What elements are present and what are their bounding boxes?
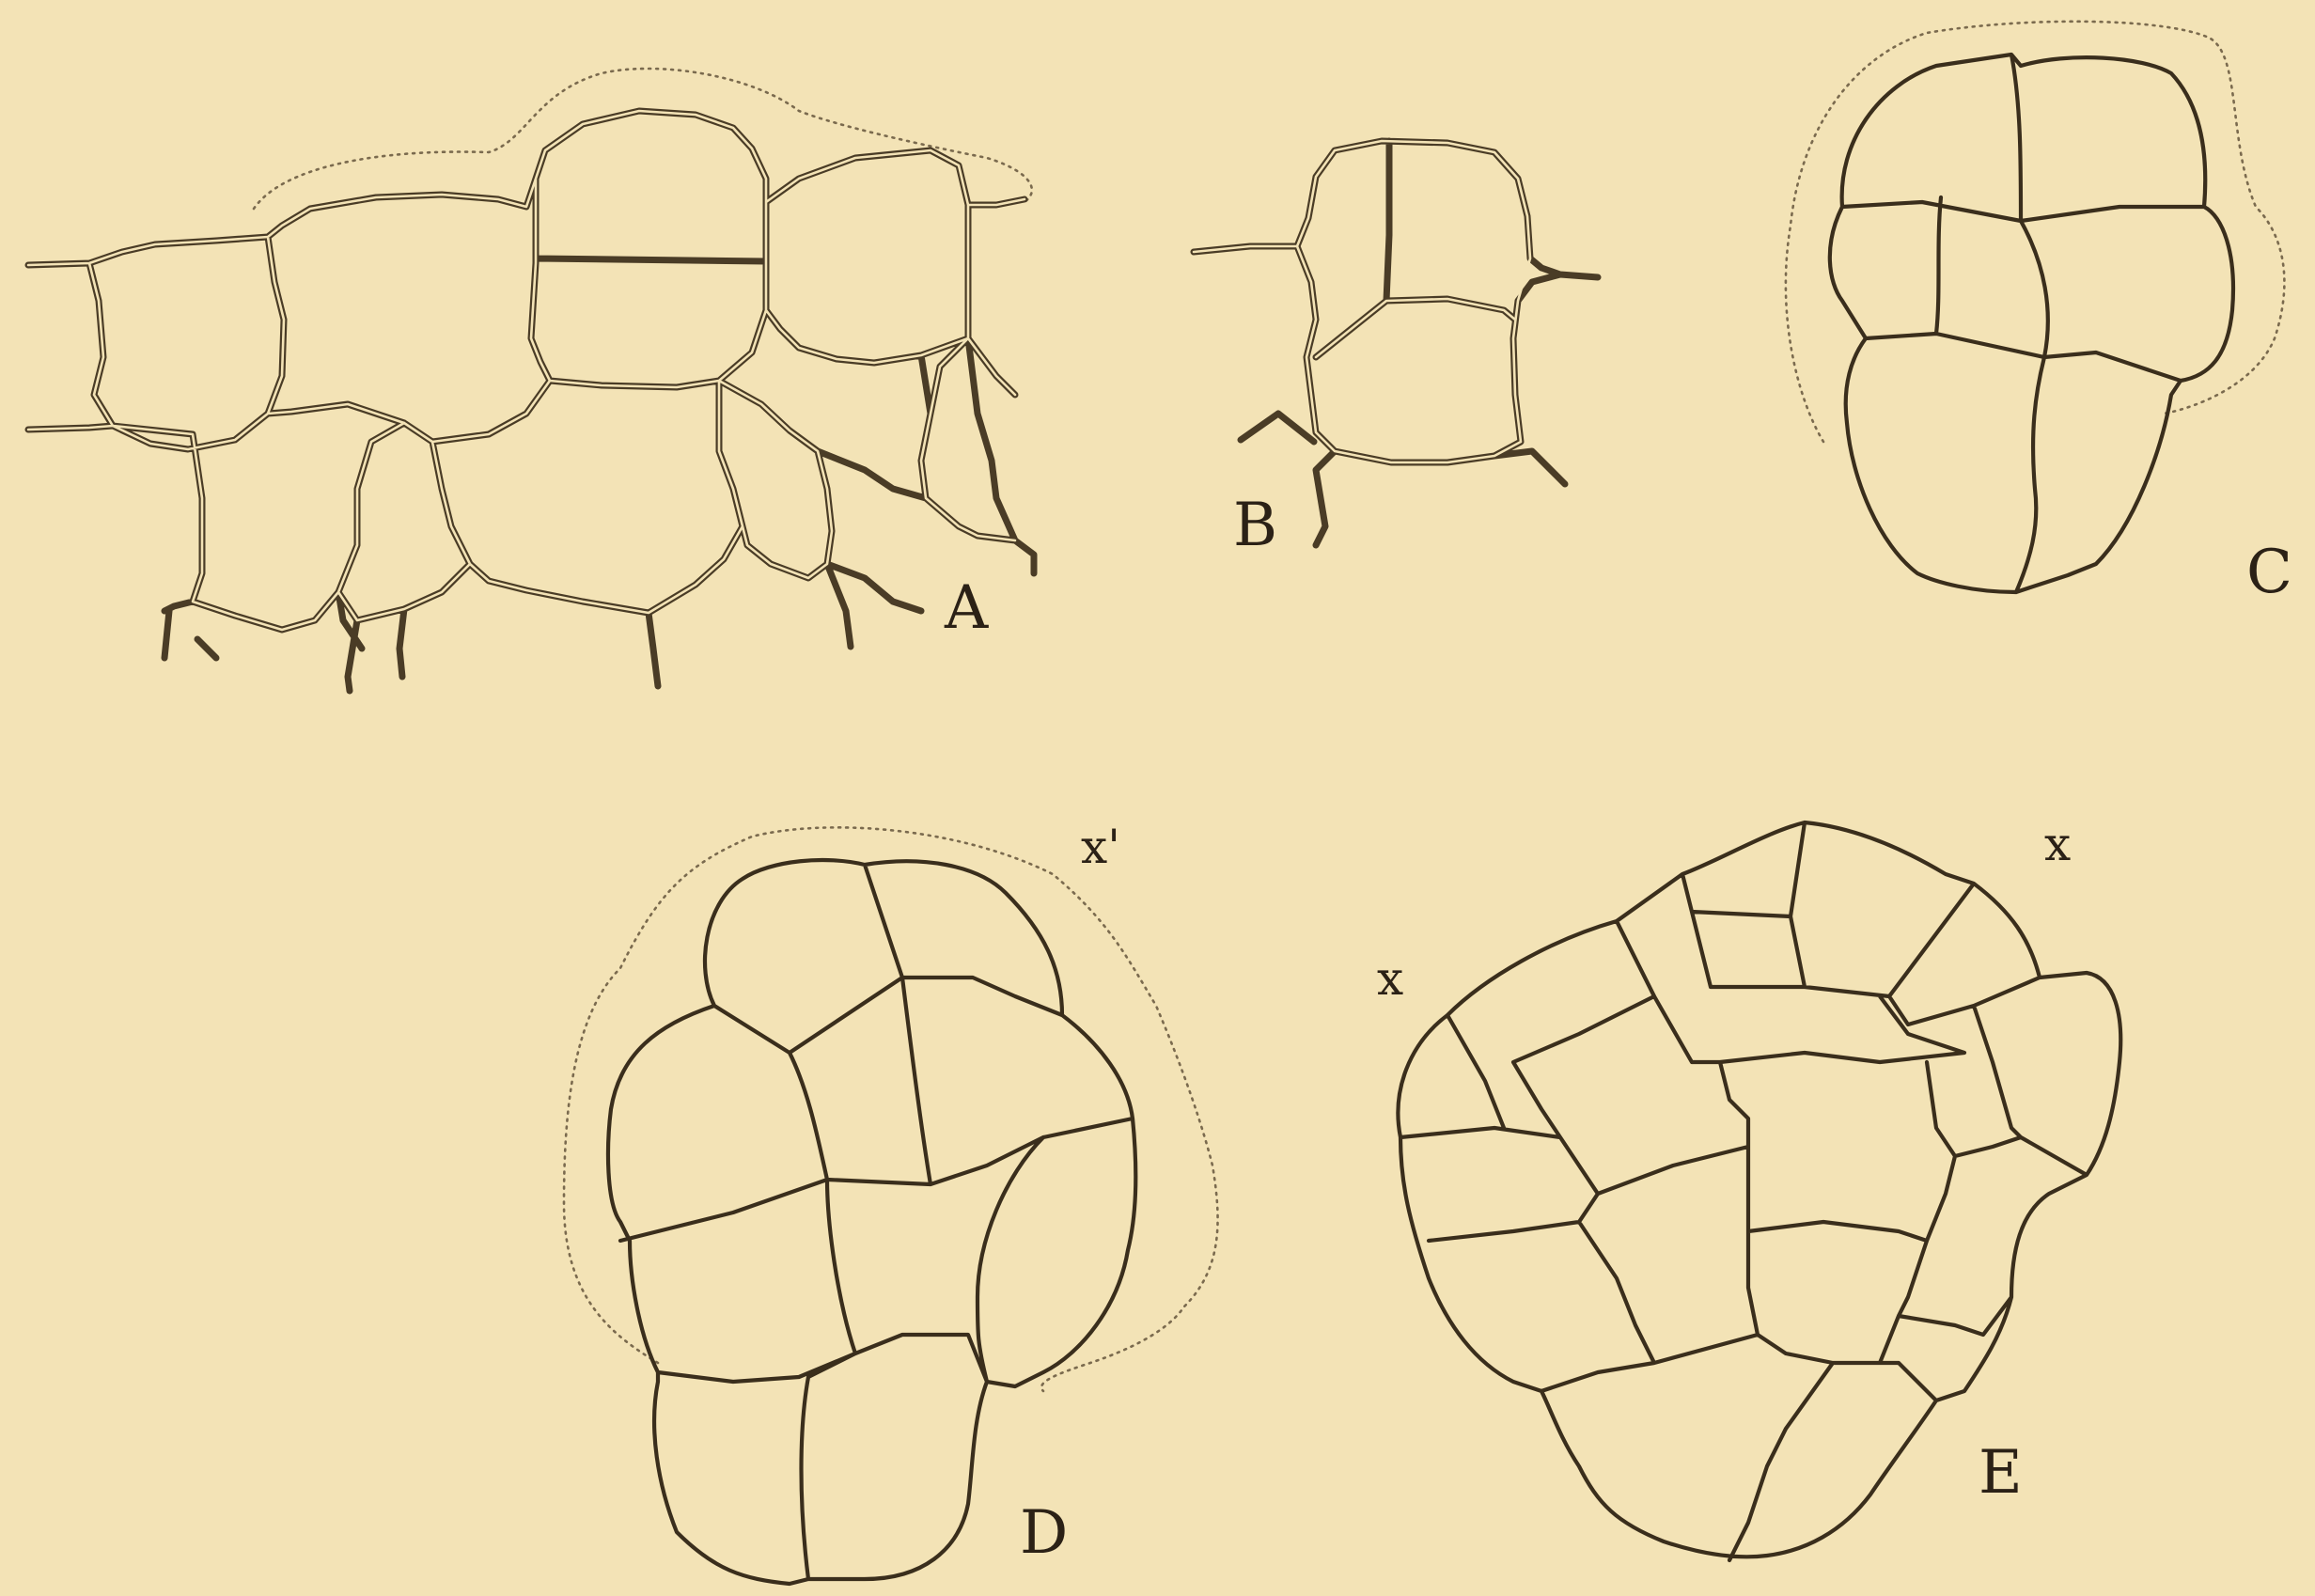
figure-d-cells (608, 860, 1135, 1584)
figure-c-cells (1830, 55, 2233, 592)
figure-a-label: A (944, 573, 989, 643)
figure-d-x-marker: x' (1081, 820, 1120, 874)
figure-e-x-marker-right: x (2044, 817, 2071, 871)
figure-b-label: B (1233, 491, 1277, 560)
figure-d-label: D (1020, 1498, 1068, 1568)
figure-c: C (1786, 22, 2292, 607)
figure-d: D x' (564, 820, 1218, 1584)
figure-e-label: E (1979, 1438, 2023, 1508)
figure-a-cuticle (254, 69, 1032, 209)
figure-b: B (1194, 141, 1598, 560)
figure-b-walls (1194, 141, 1598, 545)
figure-c-cuticle (1786, 22, 2285, 442)
figure-e-x-marker-left: x (1377, 951, 1403, 1006)
figure-a-walls (28, 111, 1034, 691)
figure-c-label: C (2246, 538, 2292, 607)
figure-e: E x x (1377, 817, 2120, 1560)
figure-d-cuticle (564, 827, 1218, 1391)
figure-a: A (28, 69, 1034, 691)
